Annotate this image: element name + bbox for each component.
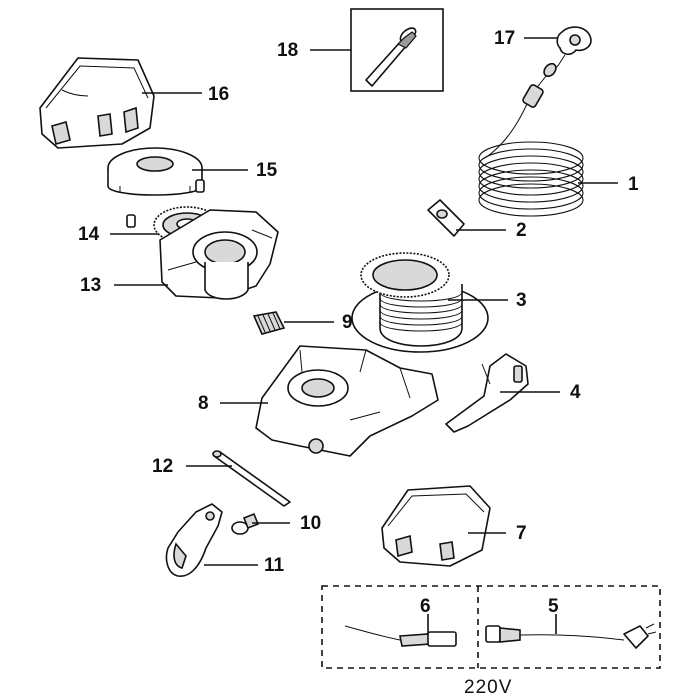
part-16-top-cover (39, 57, 155, 149)
part-10-knob (231, 512, 260, 535)
callout-6: 6 (420, 596, 431, 617)
callout-13: 13 (80, 275, 101, 296)
callout-18: 18 (277, 40, 298, 61)
part-2-bracket (427, 199, 465, 237)
callout-7: 7 (516, 523, 527, 544)
callout-16: 16 (208, 84, 229, 105)
part-13-motor-housing (159, 209, 279, 300)
callout-10: 10 (300, 513, 321, 534)
callout-4: 4 (570, 382, 581, 403)
part-1-coiled-cable (478, 62, 584, 217)
callout-2: 2 (516, 220, 527, 241)
part-5-power-cord (485, 623, 657, 649)
part-9-roller (252, 311, 286, 335)
part-17-clip (551, 26, 592, 71)
callout-17: 17 (494, 28, 515, 49)
callout-1: 1 (628, 174, 639, 195)
callout-12: 12 (152, 456, 173, 477)
part-18-brush (350, 8, 444, 92)
part-3-drum (351, 252, 489, 353)
part-15-motor-cap (107, 147, 205, 196)
part-8-main-body (255, 345, 439, 457)
callout-8: 8 (198, 393, 209, 414)
callout-11: 11 (264, 555, 285, 576)
callout-15: 15 (256, 160, 278, 181)
voltage-label: 220V (464, 677, 512, 698)
part-4-handle-clip (445, 353, 529, 433)
part-11-hook (165, 503, 223, 577)
cord-box (321, 585, 661, 669)
part-6-cord-connector (344, 625, 457, 647)
part-12-rod (212, 450, 291, 507)
callout-5: 5 (548, 596, 559, 617)
part-7-base-tray (381, 485, 491, 567)
callout-3: 3 (516, 290, 527, 311)
callout-14: 14 (78, 224, 100, 245)
callout-9: 9 (342, 312, 353, 333)
